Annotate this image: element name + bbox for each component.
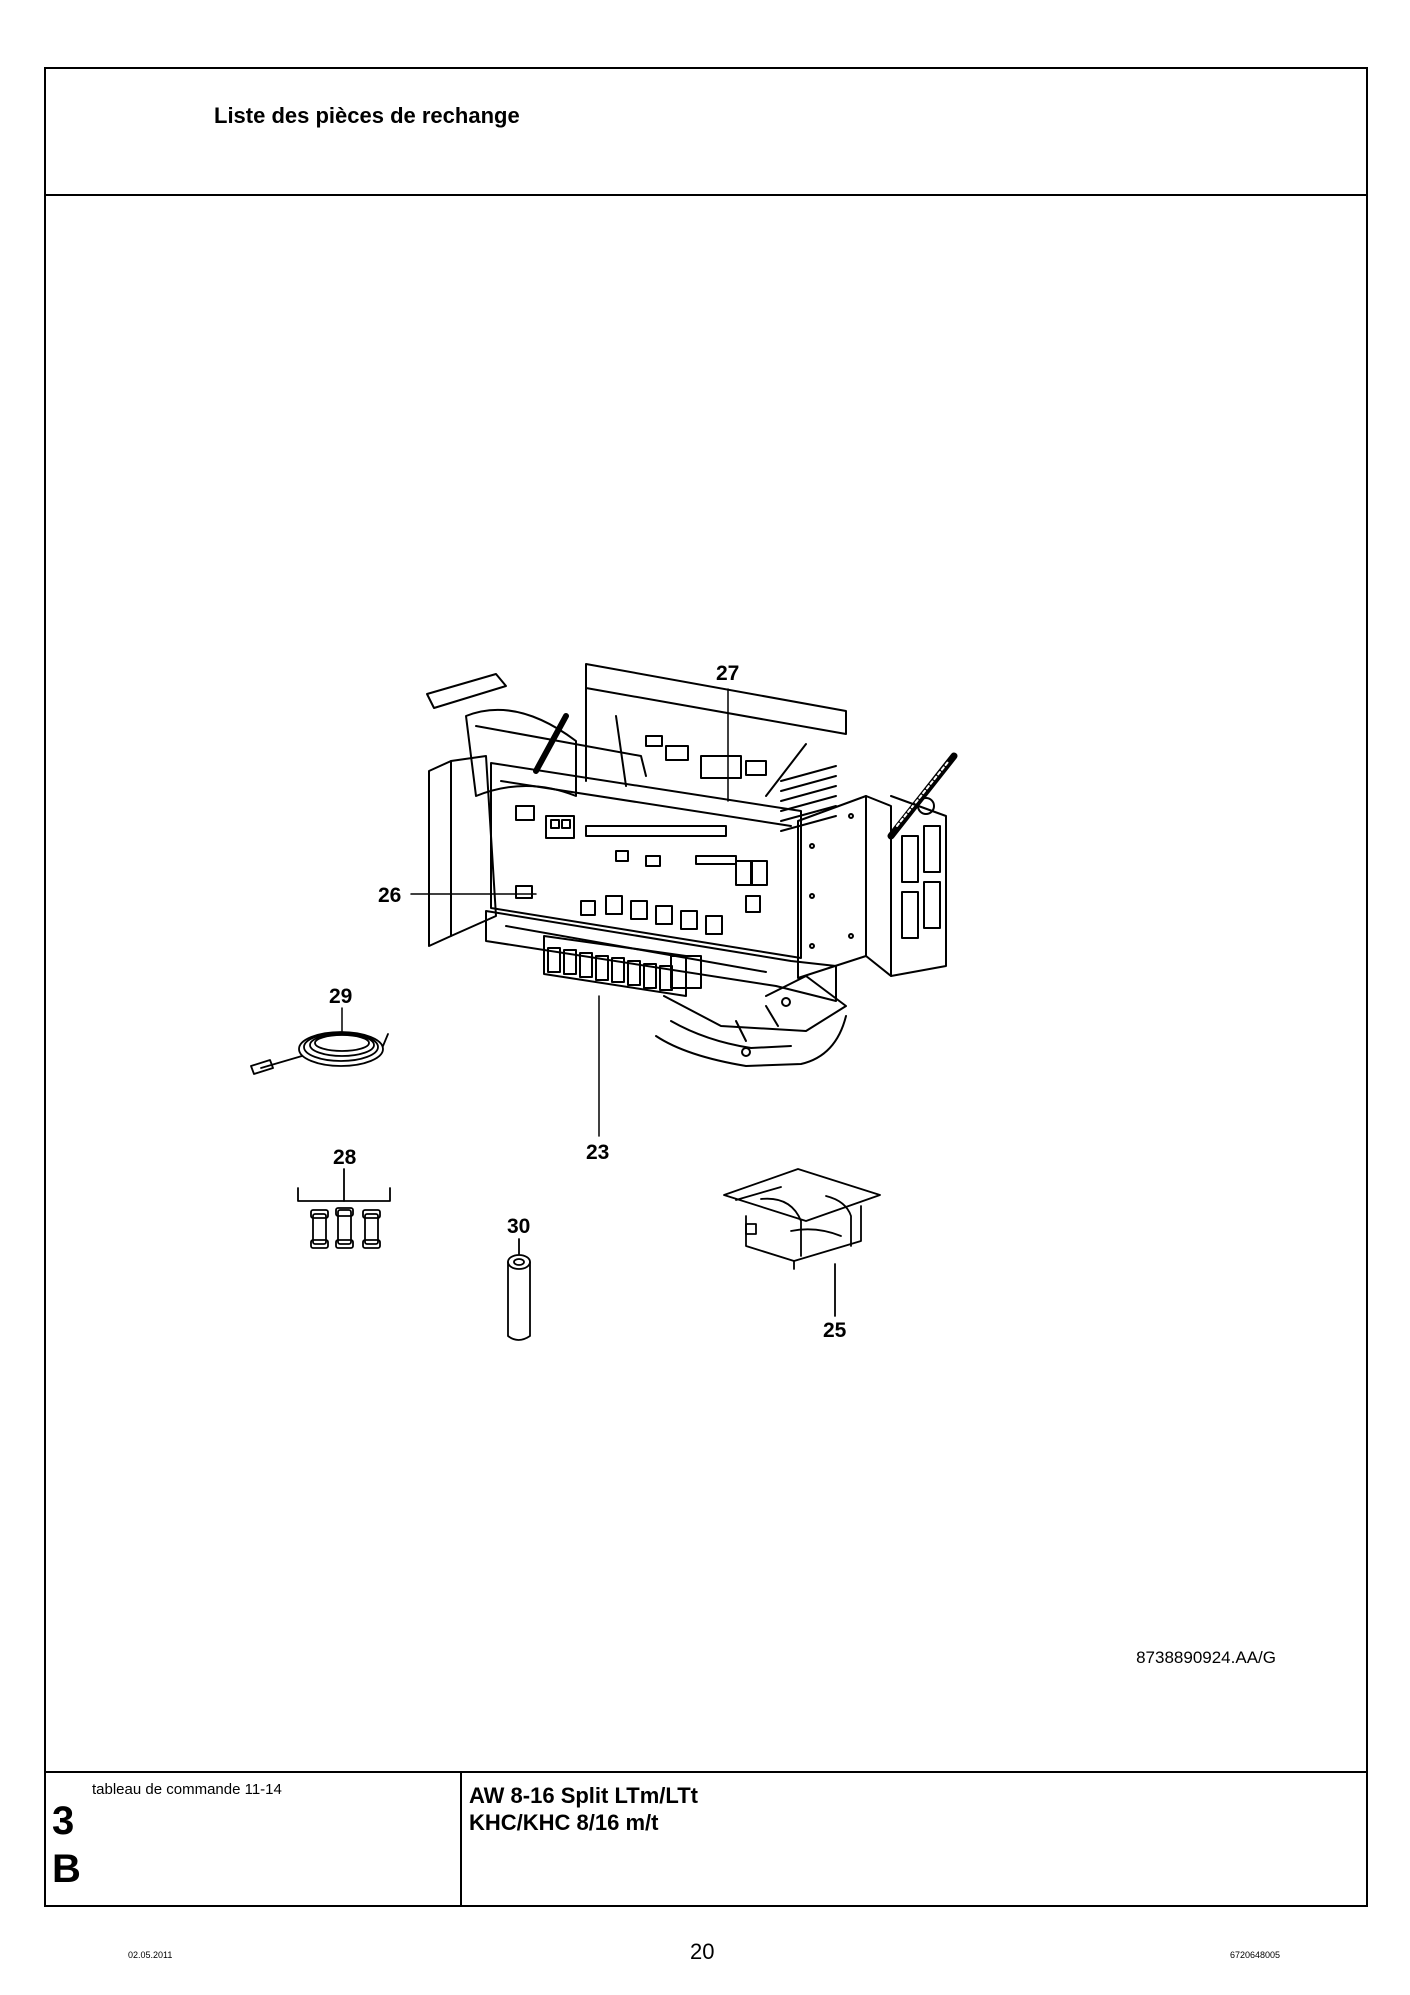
transformer [723,1168,881,1317]
header: Liste des pièces de rechange [46,69,1366,196]
section-caption: tableau de commande 11-14 [92,1781,282,1798]
callout-25: 25 [823,1319,847,1342]
page-frame: Liste des pièces de rechange [44,67,1368,1907]
section-letter: B [52,1847,81,1891]
callout-29: 29 [329,985,352,1008]
callout-26: 26 [378,884,401,907]
callout-23: 23 [586,1141,609,1164]
page-number: 20 [690,1939,715,1964]
exploded-drawing-area: 27 26 29 28 23 30 25 8738890924.AA/G [46,196,1366,1783]
page-title: Liste des pièces de rechange [214,103,520,128]
callout-28: 28 [333,1146,357,1169]
footer-section-cell: tableau de commande 11-14 3 B [46,1773,462,1905]
footer: tableau de commande 11-14 3 B AW 8-16 Sp… [46,1771,1366,1905]
print-date: 02.05.2011 [128,1950,173,1960]
control-box-assembly [426,663,958,1067]
sensor-cable [250,1031,389,1075]
callout-27: 27 [716,662,739,685]
exploded-drawing: 27 26 29 28 23 30 25 [250,662,958,1342]
leader-lines [341,688,729,1137]
fuses [297,1168,391,1249]
product-title-line1: AW 8-16 Split LTm/LTt [469,1783,698,1808]
callouts: 27 26 29 28 23 30 25 [329,662,847,1342]
drawing-reference: 8738890924.AA/G [1136,1648,1276,1667]
spacer-sleeve [507,1238,531,1341]
document-number: 6720648005 [1230,1950,1281,1960]
callout-30: 30 [507,1215,530,1238]
section-number: 3 [52,1799,75,1843]
product-title-line2: KHC/KHC 8/16 m/t [469,1810,659,1835]
